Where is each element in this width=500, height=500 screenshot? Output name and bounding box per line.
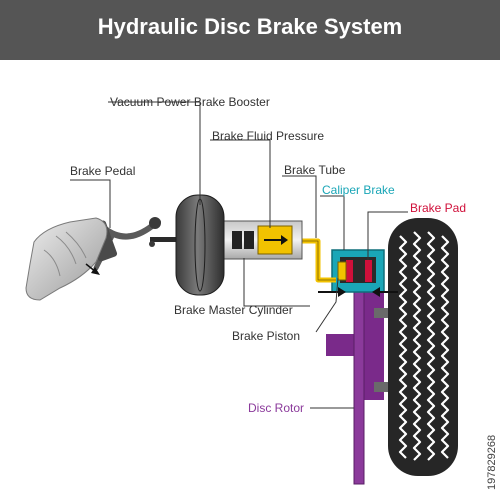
leader-brake-pedal [70, 179, 111, 228]
brake-master-cylinder [221, 220, 303, 260]
label-vacuum-booster: Vacuum Power Brake Booster [110, 95, 270, 109]
title-bar [0, 0, 500, 60]
leader-brake-piston [315, 277, 339, 333]
brake-piston [337, 261, 347, 281]
leader-caliper-brake [320, 195, 345, 250]
leader-fluid-pressure [210, 139, 271, 228]
label-caliper-brake: Caliper Brake [322, 183, 395, 197]
clamp-arrows [318, 287, 398, 297]
vacuum-brake-booster [175, 194, 225, 296]
brake-system-diagram: Vacuum Power Brake Booster Brake Fluid P… [25, 95, 466, 485]
leader-brake-pad [367, 211, 408, 260]
disc-rotor [353, 261, 365, 485]
label-disc-rotor: Disc Rotor [248, 401, 304, 415]
label-fluid-pressure: Brake Fluid Pressure [212, 129, 324, 143]
leader-master-cylinder [243, 258, 310, 307]
label-brake-piston: Brake Piston [232, 329, 300, 343]
leader-brake-tube [282, 175, 317, 238]
pedal-push-arrow [85, 263, 100, 275]
foot-shoe [25, 217, 108, 301]
stock-id-watermark: 197829268 [486, 435, 498, 490]
tire [388, 218, 458, 476]
label-brake-pedal: Brake Pedal [70, 164, 135, 178]
svg-text:197829268: 197829268 [486, 435, 498, 490]
label-master-cylinder: Brake Master Cylinder [174, 303, 293, 317]
page-title: Hydraulic Disc Brake System [97, 14, 403, 39]
brake-pads [346, 260, 372, 282]
label-brake-tube: Brake Tube [284, 163, 346, 177]
leader-vacuum-booster [108, 101, 201, 205]
label-brake-pad: Brake Pad [410, 201, 466, 215]
